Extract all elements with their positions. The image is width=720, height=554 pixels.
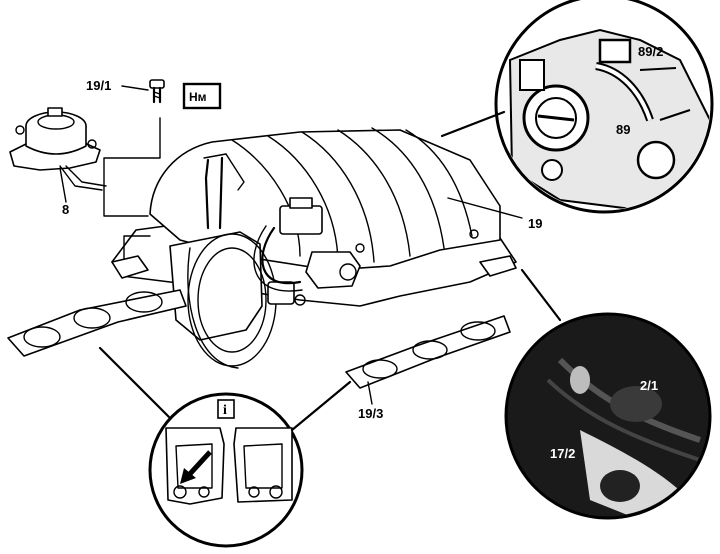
label-2-1: 2/1 xyxy=(640,378,658,393)
label-19-3: 19/3 xyxy=(358,406,383,421)
info-icon: i xyxy=(223,403,227,418)
label-8: 8 xyxy=(62,202,69,217)
label-17-2: 17/2 xyxy=(550,446,575,461)
label-89-2: 89/2 xyxy=(638,44,663,59)
inset-photo xyxy=(504,268,712,520)
label-89: 89 xyxy=(616,122,630,137)
inset-gasket-detail xyxy=(98,346,352,548)
label-torque: Нм xyxy=(189,90,207,104)
label-19: 19 xyxy=(528,216,542,231)
actuator-part-8 xyxy=(9,107,107,191)
gasket-left xyxy=(7,289,187,357)
bolt-19-1 xyxy=(121,79,165,104)
intake-manifold xyxy=(111,127,517,369)
inset-throttle-housing xyxy=(440,0,714,214)
torque-badge xyxy=(182,82,222,110)
gasket-right xyxy=(345,315,511,389)
label-19-1: 19/1 xyxy=(86,78,111,93)
